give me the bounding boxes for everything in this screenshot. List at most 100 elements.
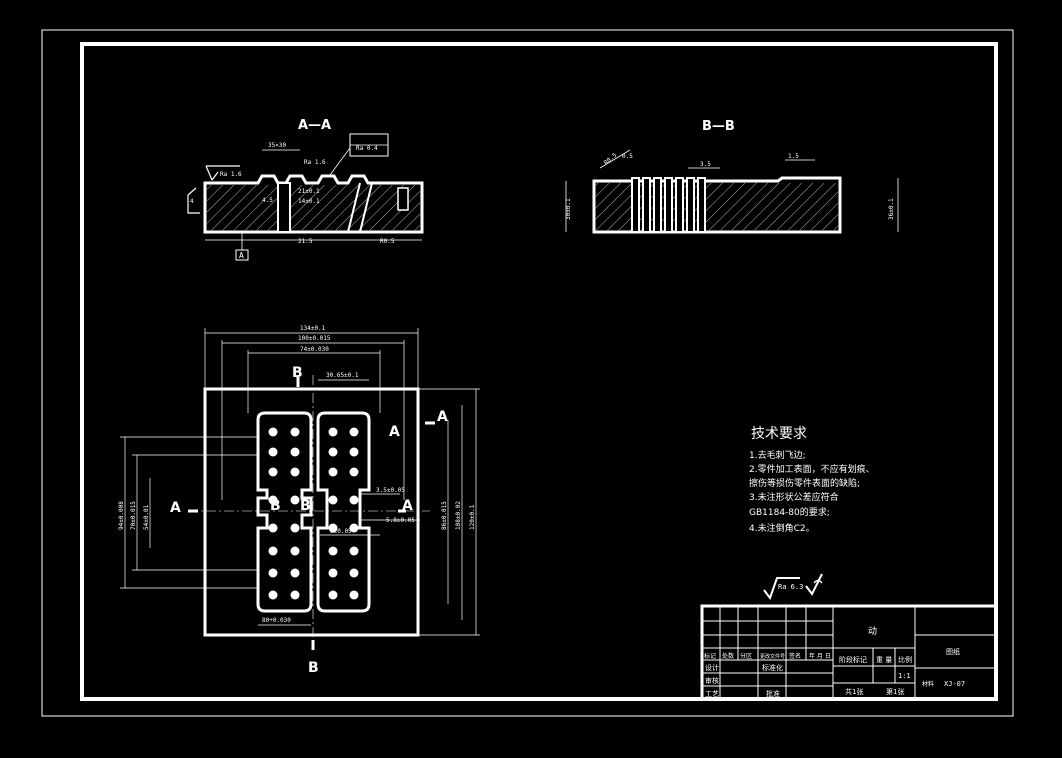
cooling-hole — [349, 523, 359, 533]
cooling-hole — [290, 590, 300, 600]
section-b-view: B—B 36±0.1 30±0.1 R0.5 3.5 1.5 0.5 — [565, 119, 899, 234]
marker-b-inner-2: B — [300, 498, 311, 514]
dim-right-2: 108±0.02 — [455, 501, 462, 530]
cooling-hole — [328, 495, 338, 505]
dim-top-3: 74±0.030 — [300, 346, 329, 353]
aa-dim-3: Ra 1.6 — [304, 159, 326, 166]
section-b-title: B—B — [702, 119, 735, 134]
bb-dim-5: 1.5 — [788, 153, 799, 160]
section-a-view: A—A A 35×30 Ra 1.6 Ra 1.6 Ra 0.4 21±0.1 … — [187, 118, 424, 261]
tb-scale: 1:1 — [898, 672, 911, 680]
tb-row-process: 工艺 — [705, 690, 719, 698]
cooling-hole — [349, 495, 359, 505]
tb-ratio: 比例 — [898, 655, 912, 664]
cooling-hole — [268, 546, 278, 556]
dim-right-1: 86±0.015 — [441, 501, 448, 530]
marker-a-right: A — [402, 498, 413, 514]
tech-req-line-2: 2.零件加工表面，不应有划痕、 — [749, 463, 875, 475]
tb-weight: 重 量 — [876, 656, 892, 664]
aa-dim-2: Ra 1.6 — [220, 171, 242, 178]
cooling-hole — [349, 590, 359, 600]
cooling-hole — [328, 467, 338, 477]
tb-approve: 批准 — [766, 689, 780, 698]
tb-header-zone: 分区 — [740, 652, 752, 660]
cooling-hole — [268, 590, 278, 600]
tech-req-line-5: GB1184-80的要求; — [749, 506, 830, 518]
cooling-holes — [268, 427, 359, 600]
dim-left-3: 54±0.01 — [143, 504, 150, 530]
outer-frame — [41, 29, 1014, 717]
dim-right-3: 120±0.1 — [469, 504, 476, 530]
aa-dim-8: 4 — [190, 198, 194, 205]
cooling-hole — [290, 568, 300, 578]
dim-left-1: 94±0.008 — [118, 501, 125, 530]
inner-frame — [80, 42, 998, 701]
cooling-hole — [268, 523, 278, 533]
marker-a-upper-right: A — [437, 409, 448, 425]
tb-sheet-total: 共1张 — [845, 687, 863, 696]
tb-company: 图纸 — [946, 647, 960, 656]
bb-dim-4: 3.5 — [700, 161, 711, 168]
aa-dim-1: 35×30 — [268, 142, 286, 149]
dim-left-2: 70±0.015 — [130, 501, 137, 530]
tb-header-changedoc: 更改文件号 — [760, 653, 785, 660]
tb-header-sign: 签名 — [789, 652, 801, 660]
bb-dim-1: 36±0.1 — [888, 198, 895, 220]
cooling-hole — [268, 495, 278, 505]
dim-top-4: 30.65±0.1 — [326, 372, 359, 379]
dim-inner-2: 5.8±0.05 — [386, 517, 415, 524]
cooling-hole — [328, 523, 338, 533]
tb-header-count: 处数 — [722, 652, 734, 660]
dim-inner-3: 3±0.05 — [330, 528, 352, 535]
tech-req-line-4: 3.未注形状公差应符合 — [749, 491, 839, 503]
aa-dim-4: Ra 0.4 — [356, 145, 378, 152]
cooling-hole — [328, 568, 338, 578]
dim-top-1: 134±0.1 — [300, 325, 326, 332]
cooling-hole — [328, 427, 338, 437]
cooling-hole — [268, 467, 278, 477]
tb-row-review: 审核 — [705, 676, 719, 685]
aa-dim-5: 21±0.1 — [298, 188, 320, 195]
cooling-hole — [349, 447, 359, 457]
tb-row-design: 设计 — [705, 663, 719, 672]
datum-a-label: A — [239, 251, 244, 260]
tech-requirements-heading: 技术要求 — [751, 426, 807, 442]
plan-view: 134±0.1 100±0.015 74±0.030 30.65±0.1 80+… — [118, 325, 480, 676]
tb-std: 标准化 — [762, 663, 783, 672]
aa-dim-6: 14±0.1 — [298, 198, 320, 205]
tb-stage: 阶段标记 — [839, 655, 867, 664]
title-block: 标记 处数 分区 更改文件号 签名 年 月 日 设计 审核 工艺 标准化 批准 … — [700, 604, 998, 701]
tb-drawing-no: XJ-07 — [944, 680, 965, 688]
surface-finish-value: Ra 6.3 — [778, 583, 803, 591]
cooling-hole — [328, 590, 338, 600]
cooling-hole — [290, 427, 300, 437]
tb-header-date: 年 月 日 — [809, 652, 831, 660]
cooling-hole — [328, 546, 338, 556]
tech-req-line-3: 擦伤等损伤零件表面的缺陷; — [749, 477, 860, 489]
cooling-hole — [290, 546, 300, 556]
marker-a-upper-inner: A — [389, 424, 400, 440]
tech-req-line-1: 1.去毛刺飞边; — [749, 449, 806, 461]
dim-inner-1: 3.5±0.05 — [376, 487, 405, 494]
bb-dim-3: R0.5 — [603, 152, 619, 167]
cooling-hole — [268, 427, 278, 437]
aa-dim-7: 4.5 — [262, 197, 273, 204]
cooling-hole — [290, 523, 300, 533]
cooling-hole — [290, 495, 300, 505]
cooling-hole — [268, 447, 278, 457]
cooling-hole — [349, 546, 359, 556]
bb-dim-6: 0.5 — [622, 153, 633, 160]
cooling-hole — [328, 447, 338, 457]
marker-b-bottom: B — [308, 660, 319, 676]
tech-requirements: 技术要求 1.去毛刺飞边; 2.零件加工表面，不应有划痕、 擦伤等损伤零件表面的… — [749, 426, 875, 534]
tb-part-name: 动 — [868, 626, 877, 637]
tb-material: 材料 — [922, 680, 934, 688]
aa-dim-10: 21.5 — [298, 238, 313, 245]
tech-req-line-6: 4.未注倒角C2。 — [749, 522, 815, 534]
section-a-title: A—A — [298, 118, 331, 133]
cooling-hole — [268, 568, 278, 578]
marker-a-left: A — [170, 500, 181, 516]
bb-dim-2: 30±0.1 — [565, 198, 572, 220]
dim-top-2: 100±0.015 — [298, 335, 331, 342]
cooling-hole — [349, 568, 359, 578]
